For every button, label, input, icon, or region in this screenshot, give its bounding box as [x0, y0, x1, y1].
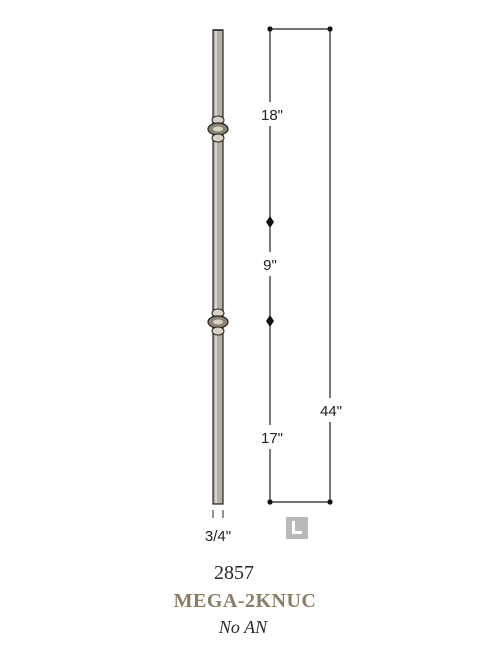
bottom-section-label: 17"	[261, 430, 283, 447]
dimension-endpoints	[267, 26, 333, 505]
upper-knuckle	[207, 115, 229, 143]
profile-glyph	[292, 521, 302, 534]
square-profile-icon	[286, 517, 308, 539]
finish-note: No AN	[218, 617, 268, 637]
bar-size-marks	[212, 510, 224, 518]
section-markers	[266, 216, 274, 327]
middle-section-label: 9"	[263, 257, 277, 274]
top-section-label: 18"	[261, 107, 283, 124]
model-name: MEGA-2KNUC	[173, 590, 317, 612]
overall-height-label: 44"	[320, 403, 342, 420]
lower-knuckle	[207, 308, 229, 336]
baluster	[207, 29, 229, 505]
bar-size-label: 3/4"	[205, 528, 231, 545]
item-number: 2857	[214, 562, 254, 584]
baluster-bar	[212, 29, 224, 505]
